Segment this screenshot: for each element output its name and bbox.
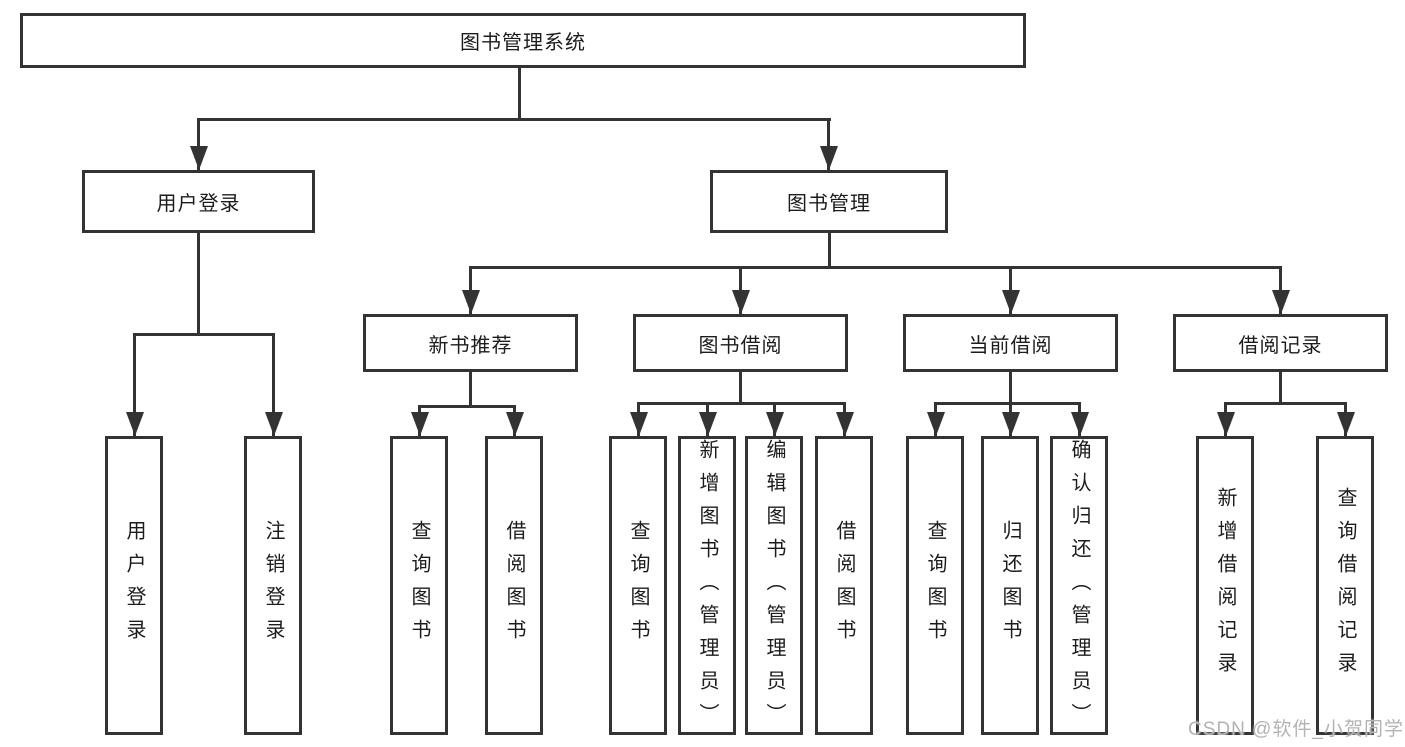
- connector-br-stem: [1279, 370, 1282, 405]
- node-borrowing-records: 借阅记录: [1173, 314, 1388, 372]
- connector-root-bar: [197, 118, 831, 121]
- arrow-to-br-query-record: [1344, 402, 1347, 436]
- leaf-bb-edit-books-admin: 编辑图书（管理员）: [745, 436, 803, 736]
- connector-bb-stem: [739, 370, 742, 405]
- leaf-br-query-record: 查询借阅记录: [1316, 436, 1374, 735]
- leaf-br-add-record: 新增借阅记录: [1196, 436, 1254, 735]
- leaf-bb-query-books: 查询图书: [609, 436, 667, 735]
- connector-book-management-stem: [828, 231, 831, 269]
- leaf-cb-confirm-return-admin: 确认归还（管理员）: [1050, 436, 1108, 736]
- leaf-logout: 注销登录: [244, 436, 302, 735]
- connector-nbr-bar: [418, 405, 516, 408]
- arrow-to-leaf-user-login: [133, 333, 136, 436]
- arrow-to-cb-return-books: [1009, 402, 1012, 436]
- arrow-to-book-management: [827, 118, 830, 170]
- connector-user-login-bar: [133, 333, 275, 336]
- arrow-to-book-borrowing: [739, 266, 742, 314]
- node-user-login: 用户登录: [82, 170, 315, 233]
- leaf-cb-query-books: 查询图书: [906, 436, 964, 735]
- arrow-to-bb-borrow-books: [843, 402, 846, 436]
- arrow-to-bb-edit-books: [773, 402, 776, 436]
- csdn-watermark: CSDN @软件_小贺同学: [1188, 719, 1404, 740]
- leaf-nbr-borrow-books: 借阅图书: [485, 436, 543, 735]
- node-book-management: 图书管理: [710, 170, 948, 233]
- node-current-borrowing: 当前借阅: [903, 314, 1118, 372]
- arrow-to-nbr-query-books: [418, 405, 421, 436]
- arrow-to-leaf-logout: [272, 333, 275, 436]
- arrow-to-br-add-record: [1224, 402, 1227, 436]
- leaf-user-login: 用户登录: [105, 436, 163, 735]
- leaf-bb-borrow-books: 借阅图书: [815, 436, 873, 735]
- connector-br-bar: [1224, 402, 1347, 405]
- connector-nbr-stem: [469, 370, 472, 408]
- node-book-borrowing: 图书借阅: [633, 314, 848, 372]
- connector-root-stem: [518, 66, 521, 120]
- arrow-to-borrowing-records: [1279, 266, 1282, 314]
- arrow-to-nbr-borrow-books: [513, 405, 516, 436]
- connector-book-management-bar: [469, 266, 1282, 269]
- node-library-management-system: 图书管理系统: [20, 13, 1026, 68]
- leaf-bb-add-books-admin: 新增图书（管理员）: [678, 436, 736, 736]
- connector-user-login-stem: [197, 231, 200, 336]
- arrow-to-current-borrowing: [1009, 266, 1012, 314]
- arrow-to-bb-add-books: [706, 402, 709, 436]
- arrow-to-user-login: [197, 118, 200, 170]
- connector-cb-bar: [934, 402, 1081, 405]
- arrow-to-cb-confirm-return: [1078, 402, 1081, 436]
- arrow-to-new-book-recommend: [469, 266, 472, 314]
- leaf-nbr-query-books: 查询图书: [390, 436, 448, 735]
- leaf-cb-return-books: 归还图书: [981, 436, 1039, 735]
- arrow-to-cb-query-books: [934, 402, 937, 436]
- connector-bb-bar: [637, 402, 846, 405]
- arrow-to-bb-query-books: [637, 402, 640, 436]
- connector-cb-stem: [1009, 370, 1012, 405]
- node-new-book-recommend: 新书推荐: [363, 314, 578, 372]
